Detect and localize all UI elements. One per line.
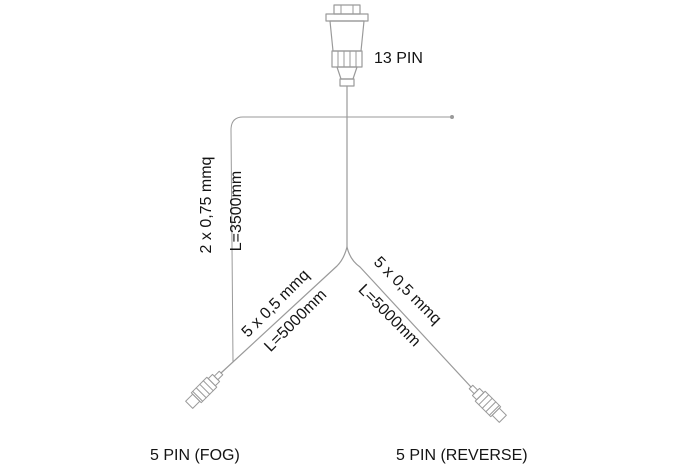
- reverse-branch-cable: [346, 246, 472, 388]
- thirteen-pin-connector-icon: [325, 4, 369, 87]
- connector-ribs: [337, 50, 357, 68]
- connector-top-tab: [333, 4, 361, 15]
- label-fog-connector: 5 PIN (FOG): [150, 447, 240, 464]
- label-13-pin: 13 PIN: [374, 50, 423, 67]
- label-aux-wire-length: L=3500mm: [228, 171, 245, 252]
- reverse-connector-tip: [491, 407, 507, 423]
- fog-connector-tip: [185, 393, 201, 409]
- label-reverse-connector: 5 PIN (REVERSE): [396, 447, 528, 464]
- connector-ribbed-band: [331, 50, 363, 68]
- label-aux-wire-spec: 2 x 0,75 mmq: [198, 157, 215, 254]
- aux-wire-end-dot: [450, 115, 454, 119]
- connector-top-tab-detail: [340, 4, 354, 15]
- fog-branch-cable: [220, 246, 348, 374]
- connector-body: [329, 20, 365, 52]
- reverse-connector-ribs: [478, 394, 500, 416]
- fog-connector-ribs: [192, 380, 214, 402]
- reverse-connector-icon: [468, 384, 507, 423]
- connector-neck: [336, 66, 358, 80]
- connector-collar: [339, 78, 355, 87]
- connector-flange: [325, 13, 369, 22]
- fog-connector-icon: [185, 370, 224, 409]
- aux-wire: [230, 116, 451, 363]
